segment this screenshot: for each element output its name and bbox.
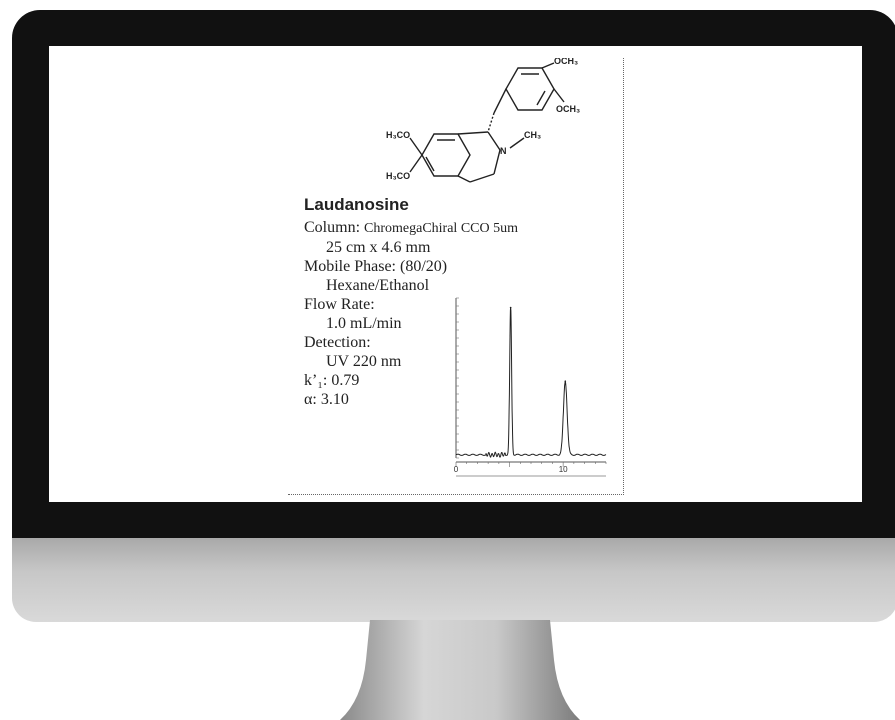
detection-label: Detection: bbox=[304, 334, 371, 351]
chromatogram-trace bbox=[455, 306, 607, 458]
column-label: Column: bbox=[304, 219, 361, 236]
flow-rate-label: Flow Rate: bbox=[304, 296, 375, 313]
dotted-rule-bottom bbox=[288, 494, 624, 495]
n-atom-label: N bbox=[500, 146, 507, 156]
document-panel: OCH₃ OCH₃ H₃CO H₃CO N CH₃ Laudanosine Co… bbox=[288, 58, 624, 495]
compound-name: Laudanosine bbox=[304, 195, 409, 214]
column-value: ChromegaChiral CCO 5um bbox=[364, 221, 519, 236]
column-dimensions: 25 cm x 4.6 mm bbox=[326, 239, 431, 256]
och3-label-top: OCH₃ bbox=[554, 58, 578, 66]
chromatogram-chart: 0 10 bbox=[454, 297, 607, 477]
peak-apex-2 bbox=[564, 380, 567, 382]
h3co-label-bottom: H₃CO bbox=[386, 171, 410, 181]
peak-apex-1 bbox=[509, 306, 512, 309]
monitor-chin bbox=[12, 538, 895, 622]
column-row: Column: ChromegaChiral CCO 5um bbox=[304, 218, 518, 238]
dotted-rule-right bbox=[623, 58, 624, 495]
alpha-value: α: 3.10 bbox=[304, 391, 349, 408]
och3-label-right: OCH₃ bbox=[556, 104, 580, 114]
x-tick-label: 10 bbox=[559, 465, 568, 474]
x-tick-label: 0 bbox=[454, 465, 459, 474]
monitor-stand bbox=[340, 620, 580, 720]
ch3-label: CH₃ bbox=[524, 130, 541, 140]
k1-value: k’₁: 0.79 bbox=[304, 372, 360, 389]
detection-value: UV 220 nm bbox=[326, 353, 402, 370]
mobile-phase-value: Hexane/Ethanol bbox=[326, 277, 430, 294]
method-parameters: Column: ChromegaChiral CCO 5um 25 cm x 4… bbox=[304, 218, 518, 409]
flow-rate-value: 1.0 mL/min bbox=[326, 315, 402, 332]
mobile-phase-label: Mobile Phase: (80/20) bbox=[304, 258, 448, 275]
chemical-structure: OCH₃ OCH₃ H₃CO H₃CO N CH₃ bbox=[386, 58, 580, 183]
h3co-label-top: H₃CO bbox=[386, 130, 410, 140]
